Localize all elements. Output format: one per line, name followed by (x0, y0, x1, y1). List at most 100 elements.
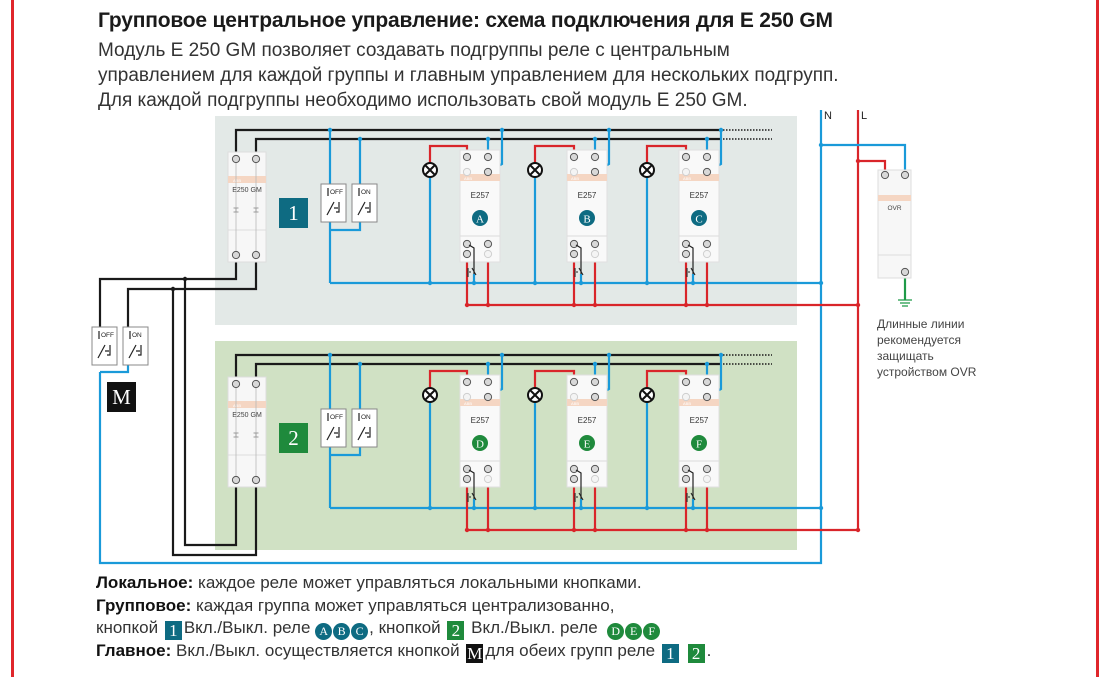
terminal (483, 464, 493, 474)
terminal (569, 464, 579, 474)
relay-contact (575, 244, 582, 274)
pushbutton-symbol-icon (128, 331, 142, 359)
junction-dot (578, 505, 584, 511)
relay-d-letter: D (476, 439, 484, 451)
terminal (681, 392, 691, 402)
terminal (590, 392, 600, 402)
neutral-label: N (824, 110, 832, 122)
junction-dot (357, 136, 363, 142)
terminal (483, 392, 493, 402)
junction-dot (578, 280, 584, 286)
junction-dot (818, 505, 824, 511)
junction-dot (571, 527, 577, 533)
junction-dot (499, 127, 505, 133)
terminal (462, 392, 472, 402)
brand-mark: ABB (571, 401, 579, 406)
group-1-on-label: ON (361, 189, 371, 196)
junction-dot (170, 286, 176, 292)
junction-dot (571, 302, 577, 308)
terminal (590, 474, 600, 484)
junction-dot (718, 352, 724, 358)
ovr-module (877, 169, 912, 279)
junction-dot (357, 361, 363, 367)
intro-line-1: Модуль E 250 GM позволяет создавать подг… (98, 40, 730, 61)
diode-icon (253, 207, 259, 213)
relay-b-model: E257 (578, 191, 597, 200)
terminal (483, 377, 493, 387)
switch-on-wire (330, 364, 362, 457)
control-bus-on (254, 137, 720, 152)
control-bus-off (234, 353, 720, 377)
terminal (702, 464, 712, 474)
brand-mark: ABB (683, 176, 691, 181)
main-on-to-group2 (171, 289, 258, 557)
terminal (483, 239, 493, 249)
terminal (702, 167, 712, 177)
terminal (569, 474, 579, 484)
relay-contact (575, 469, 582, 499)
local-button-icon (574, 267, 584, 277)
local-button-icon (574, 492, 584, 502)
junction-dot (704, 302, 710, 308)
legend-group: Групповое: каждая группа может управлять… (96, 595, 615, 615)
terminal (483, 167, 493, 177)
junction-dot (485, 302, 491, 308)
group-1-label-text: 1 (288, 201, 299, 225)
terminal (590, 377, 600, 387)
relay-d-model: E257 (471, 416, 490, 425)
local-button-icon (467, 492, 477, 502)
terminal (681, 152, 691, 162)
page-title: Групповое центральное управление: схема … (98, 9, 833, 32)
terminal (231, 250, 241, 260)
relay-f-badge: F (643, 623, 661, 640)
junction-dot (327, 127, 333, 133)
brand-mark: ABB (571, 176, 579, 181)
junction-dot (683, 302, 689, 308)
intro-line-3: Для каждой подгруппы необходимо использо… (98, 90, 748, 111)
group-2-badge: 2 (447, 621, 465, 640)
ovr-note: Длинные линии рекомендуется защищать уст… (877, 317, 977, 379)
group-2-label (279, 423, 308, 453)
group-1-controller (227, 151, 267, 263)
brand-band (460, 399, 500, 406)
relay-b-badge (579, 210, 595, 226)
junction-dot (818, 142, 824, 148)
relay-a-letter: A (476, 214, 484, 226)
main-badge: M (466, 644, 484, 663)
group-2-off-label: OFF (330, 414, 343, 421)
junction-dot (606, 352, 612, 358)
relay-d-badge (472, 435, 488, 451)
group-2-controller-label: E250 GM (232, 412, 262, 419)
junction-dot (485, 136, 491, 142)
terminal (462, 167, 472, 177)
junction-dot (690, 280, 696, 286)
lamp-cross (424, 389, 436, 401)
terminal (681, 377, 691, 387)
brand-mark: ABB (233, 403, 241, 408)
group-2-label-text: 2 (288, 426, 299, 450)
terminal (590, 464, 600, 474)
control-bus-off (234, 128, 720, 152)
junction-dot (683, 527, 689, 533)
relay-e-badge: E (625, 623, 643, 640)
lamp-cross (424, 164, 436, 176)
terminal (590, 167, 600, 177)
relay-contact (468, 469, 475, 499)
terminal (681, 167, 691, 177)
main-off-label: OFF (101, 332, 114, 339)
relay-e-model: E257 (578, 416, 597, 425)
terminal (251, 475, 261, 485)
main-off-button (91, 326, 118, 366)
junction-dot (855, 527, 861, 533)
terminal (569, 167, 579, 177)
junction-dot (606, 127, 612, 133)
local-button-icon (686, 267, 696, 277)
terminal (251, 250, 261, 260)
relay-f-model: E257 (690, 416, 709, 425)
group-2-badge-main: 2 (687, 644, 705, 663)
terminal (231, 379, 241, 389)
terminal (462, 249, 472, 259)
terminal (251, 379, 261, 389)
